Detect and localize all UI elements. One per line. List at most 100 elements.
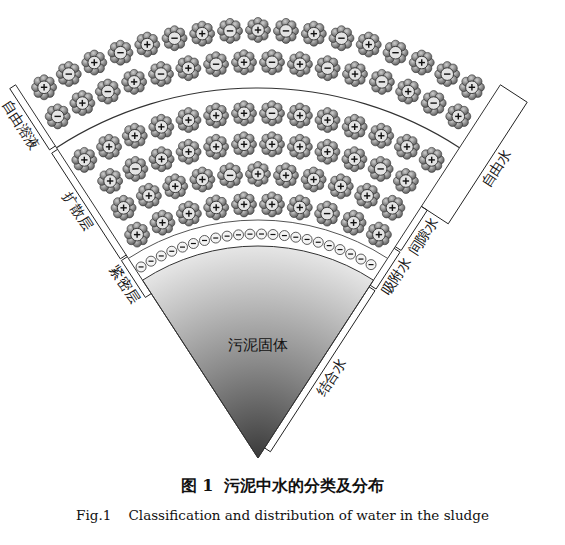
negative-surface-charge [366,260,376,270]
charge-sign [366,193,367,199]
hydrated-ion [383,40,408,65]
charge-sign [293,237,298,238]
hydrated-ion [328,174,353,199]
charge-sign [257,27,258,33]
charge-sign [243,201,244,207]
charge-sign [188,149,189,155]
ion-core [210,141,223,154]
surface-charge [366,260,376,270]
ion-core [131,228,144,241]
charge-sign [133,79,134,85]
negative-surface-charge [167,246,177,256]
hydrated-ion [97,134,122,159]
hydrated-ion [342,114,367,139]
charge-sign [378,231,379,237]
ion-core [452,110,465,123]
charge-sign [348,253,353,254]
surface-charge [268,230,278,240]
charge-sign [147,41,148,47]
negative-surface-charge [136,262,146,272]
charge-sign [392,205,393,211]
hydrated-ion [232,132,257,157]
hydrated-ion [45,104,70,129]
charge-sign [377,168,383,169]
ion-core [155,68,168,81]
charge-sign [354,71,355,77]
surface-charge [188,239,198,249]
surface-charge [356,254,366,264]
ion-core [224,169,237,182]
charge-sign [259,233,264,234]
negative-surface-charge [302,234,312,244]
hydrated-ion [315,201,340,226]
charge-sign [368,41,369,47]
negative-surface-charge [291,232,301,242]
hydrated-ion [259,101,284,126]
surface-charge [177,242,187,252]
ion-core [141,38,154,51]
charge-sign [149,261,154,262]
surface-charge [222,231,232,241]
hydrated-ion [122,69,147,94]
figure-caption: 图 1 污泥中水的分类及分布 [0,476,565,497]
hydrated-ion [366,222,391,247]
hydrated-ion [393,169,418,194]
charge-sign [84,157,85,163]
charge-sign [225,236,230,237]
hydrated-ion [287,103,312,128]
ion-core [425,154,438,167]
ion-core [427,97,440,110]
charge-sign [471,84,472,90]
charge-sign [282,235,287,236]
charge-sign [175,183,176,189]
charge-sign [213,64,219,65]
ion-core [321,114,334,127]
negative-surface-charge [177,242,187,252]
hydrated-ion [176,56,201,81]
ion-core [128,76,141,89]
charge-sign [123,205,124,211]
ion-core [238,56,251,69]
charge-sign [243,110,244,116]
ion-core [400,175,413,188]
hydrated-ion [446,104,471,129]
hydrated-ion [232,50,257,75]
hydrated-ion [111,195,136,220]
hydrated-ion [259,192,284,217]
charge-sign [82,100,83,106]
negative-surface-charge [356,254,366,264]
charge-sign [313,30,314,36]
charge-sign [139,266,144,267]
ion-core [334,180,347,193]
hydrated-ion [176,201,201,226]
ion-core [374,163,387,176]
charge-sign [269,113,275,114]
hydrated-ion [95,79,120,104]
charge-sign [43,84,44,90]
charge-sign [188,117,189,123]
hydrated-ion [204,195,229,220]
charge-sign [327,117,328,123]
ion-core [386,202,399,215]
hydrated-ion [70,91,95,116]
ion-core [252,24,265,37]
charge-sign [132,168,138,169]
hydrated-ion [149,114,174,139]
charge-sign [316,242,321,243]
charge-sign [299,204,300,210]
hydrated-ion [108,40,133,65]
ion-core [362,38,375,51]
hydrated-ion [32,75,57,100]
hydrated-ion [148,62,173,87]
charge-sign [407,88,408,94]
ion-core [104,175,117,188]
charge-sign [285,172,286,178]
ion-core [266,56,279,69]
ion-core [335,32,348,45]
hydrated-ion [341,210,366,235]
ion-core [129,163,142,176]
hydrated-ion [287,134,312,159]
hydrated-ion [176,139,201,164]
ion-core [294,201,307,214]
hydrated-ion [409,50,434,75]
